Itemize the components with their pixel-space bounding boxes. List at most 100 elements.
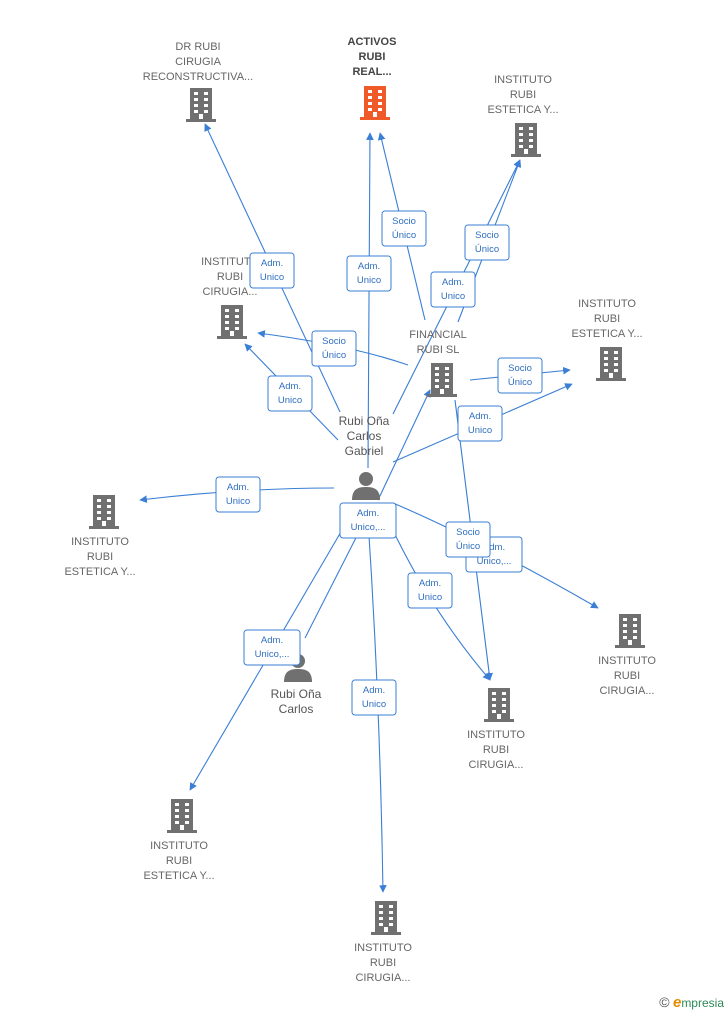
relation-label-line: Adm. bbox=[261, 635, 283, 646]
relation-label-box bbox=[346, 255, 392, 292]
building-icon bbox=[371, 901, 401, 935]
relation-label-line: Adm. bbox=[279, 381, 301, 392]
relation-label-box bbox=[339, 502, 397, 539]
building-icon bbox=[186, 88, 216, 122]
relation-label-line: Adm. bbox=[357, 508, 379, 519]
company-label-line: RUBI bbox=[87, 551, 113, 563]
building-icon bbox=[615, 614, 645, 648]
company-label-line: INSTITUTO bbox=[201, 256, 259, 268]
relation-label-line: Unico,... bbox=[255, 649, 290, 660]
company-node[interactable]: INSTITUTO RUBI ESTETICA Y... bbox=[64, 495, 136, 578]
company-label-line: CIRUGIA... bbox=[202, 286, 257, 298]
relation-label: Adm. Unico bbox=[351, 679, 397, 716]
relation-label-line: Adm. bbox=[227, 482, 249, 493]
company-node[interactable]: INSTITUTO RUBI CIRUGIA... bbox=[354, 901, 412, 984]
relation-label-box bbox=[457, 405, 503, 442]
building-icon bbox=[427, 363, 457, 397]
company-label-line: CIRUGIA... bbox=[355, 972, 410, 984]
relation-label-box bbox=[249, 252, 295, 289]
company-label-line: RUBI bbox=[510, 89, 536, 101]
relation-label-line: Unico bbox=[260, 272, 284, 283]
relation-label-line: Socio bbox=[392, 216, 416, 227]
company-label-line: INSTITUTO bbox=[578, 298, 636, 310]
company-label-line: INSTITUTO bbox=[150, 840, 208, 852]
person-label-line: Gabriel bbox=[345, 444, 384, 458]
company-label-line: ESTETICA Y... bbox=[64, 566, 135, 578]
company-label-line: CIRUGIA... bbox=[599, 685, 654, 697]
company-label-line: RUBI bbox=[370, 957, 396, 969]
company-label-line: RUBI bbox=[166, 855, 192, 867]
relation-label-line: Adm. bbox=[483, 542, 505, 553]
building-icon bbox=[167, 799, 197, 833]
relation-label-line: Único bbox=[456, 541, 480, 552]
company-label-line: INSTITUTO bbox=[71, 536, 129, 548]
relation-label-line: Adm. bbox=[261, 258, 283, 269]
company-label-line: RUBI bbox=[359, 51, 386, 63]
company-label-line: INSTITUTO bbox=[598, 655, 656, 667]
relation-label-box bbox=[381, 210, 427, 247]
company-node[interactable]: INSTITUTO RUBI ESTETICA Y... bbox=[143, 799, 215, 882]
relation-label-box bbox=[267, 375, 313, 412]
person-label-line: Carlos bbox=[347, 429, 382, 443]
company-node[interactable]: INSTITUTORUBICIRUGIA... bbox=[598, 614, 656, 697]
company-node[interactable]: DR RUBICIRUGIARECONSTRUCTIVA... bbox=[143, 41, 253, 122]
relation-label-line: Único bbox=[508, 377, 532, 388]
person-label-line: Carlos bbox=[279, 702, 314, 716]
company-label-line: RUBI SL bbox=[417, 344, 460, 356]
company-label-line: ACTIVOS bbox=[348, 36, 397, 48]
relation-label-box bbox=[311, 330, 357, 367]
building-icon bbox=[484, 688, 514, 722]
relation-label-line: Unico,... bbox=[477, 556, 512, 567]
relation-label-line: Único bbox=[475, 244, 499, 255]
relation-label: Adm. Unico,... bbox=[339, 502, 397, 539]
building-icon bbox=[596, 347, 626, 381]
company-node[interactable]: INSTITUTORUBICIRUGIA... bbox=[467, 688, 525, 771]
relation-label: Adm. Unico bbox=[457, 405, 503, 442]
company-label-line: ESTETICA Y... bbox=[143, 870, 214, 882]
company-label-line: ESTETICA Y... bbox=[487, 104, 558, 116]
relation-label-line: Unico bbox=[357, 275, 381, 286]
relation-label-line: Socio bbox=[456, 527, 480, 538]
company-label-line: DR RUBI bbox=[175, 41, 220, 53]
relation-label-box bbox=[215, 476, 261, 513]
relation-label-line: Unico bbox=[418, 592, 442, 603]
company-label-line: RUBI bbox=[594, 313, 620, 325]
building-icon bbox=[511, 123, 541, 157]
company-node[interactable]: ACTIVOSRUBIREAL... bbox=[348, 36, 397, 120]
copyright-symbol: © bbox=[659, 994, 670, 1010]
company-node[interactable]: INSTITUTO RUBI ESTETICA Y... bbox=[571, 298, 643, 381]
company-label-line: CIRUGIA... bbox=[468, 759, 523, 771]
brand-name: mpresia bbox=[681, 996, 724, 1010]
company-label-line: INSTITUTO bbox=[354, 942, 412, 954]
building-icon bbox=[217, 305, 247, 339]
relation-label: Adm.Unico bbox=[407, 572, 453, 609]
building-icon bbox=[360, 86, 390, 120]
brand-watermark: © empresia bbox=[659, 994, 724, 1011]
company-label-line: RECONSTRUCTIVA... bbox=[143, 71, 253, 83]
relation-label-line: Socio bbox=[508, 363, 532, 374]
relation-label-box bbox=[407, 572, 453, 609]
edge-line bbox=[304, 519, 366, 639]
relation-label-box bbox=[351, 679, 397, 716]
relation-label-box bbox=[243, 629, 301, 666]
relation-label-line: Unico bbox=[468, 425, 492, 436]
relation-label-line: Adm. bbox=[363, 685, 385, 696]
relation-label-line: Unico,... bbox=[351, 522, 386, 533]
relation-label-box bbox=[464, 224, 510, 261]
relation-label-line: Unico bbox=[362, 699, 386, 710]
relation-label-line: Adm. bbox=[469, 411, 491, 422]
edge-line bbox=[377, 389, 431, 501]
relation-label: Adm.Unico bbox=[430, 271, 476, 308]
company-node[interactable]: INSTITUTORUBICIRUGIA... bbox=[201, 256, 259, 339]
company-label-line: ESTETICA Y... bbox=[571, 328, 642, 340]
company-label-line: RUBI bbox=[483, 744, 509, 756]
